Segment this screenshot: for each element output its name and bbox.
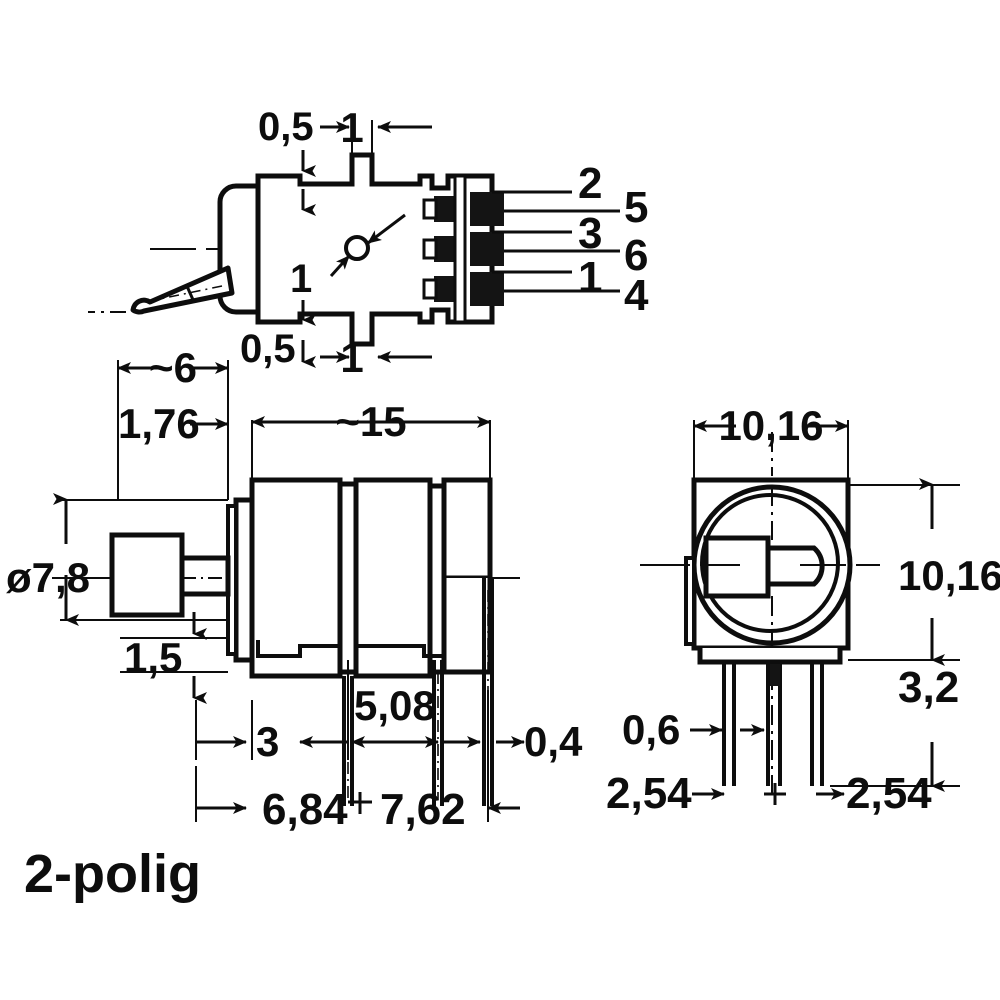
side-view: ~15 ~6 1,76 ø7,8 1,5 3 5,08 0,4 xyxy=(6,344,583,834)
ext-684-762 xyxy=(195,690,489,822)
hole-leader-upper xyxy=(367,213,406,245)
dim-78: ø7,8 xyxy=(6,554,90,601)
front-left-tab xyxy=(684,556,696,646)
front-lever-shaft xyxy=(765,545,825,587)
dim-1016-width: 10,16 xyxy=(718,402,823,449)
dim-6: ~6 xyxy=(149,344,197,391)
side-bushing-shaft xyxy=(179,555,231,597)
side-body-mid xyxy=(353,477,433,679)
terminal-notch-top xyxy=(422,198,438,220)
pin-label-5: 5 xyxy=(624,183,648,232)
pin-label-1: 1 xyxy=(578,253,602,302)
terminal-pad-bot xyxy=(434,276,456,302)
terminal-notch-bot xyxy=(422,278,438,300)
terminal-group xyxy=(422,174,504,324)
dim-762: 7,62 xyxy=(380,785,466,834)
dim-254-left: 2,54 xyxy=(606,769,692,818)
front-bottom-ledge xyxy=(697,648,843,665)
terminal-pad-top xyxy=(434,196,456,222)
dim-15: ~15 xyxy=(335,398,406,445)
dim-684: 6,84 xyxy=(262,785,348,834)
front-pin-left xyxy=(722,662,736,786)
center-hole xyxy=(344,235,370,261)
dim-176: 1,76 xyxy=(118,400,200,447)
side-flange xyxy=(233,497,255,663)
terminal-block-top xyxy=(470,192,504,226)
dim-04: 0,4 xyxy=(524,718,583,765)
hole-leader-lower xyxy=(329,254,351,278)
dim-3: 3 xyxy=(256,718,279,765)
dim-center-hole: 1 xyxy=(290,257,312,301)
toggle-lever[interactable] xyxy=(130,265,235,315)
terminal-notch-mid xyxy=(422,238,438,260)
side-pin-mid xyxy=(432,660,444,806)
front-pin-mid-solid xyxy=(770,664,780,686)
pin-label-6: 6 xyxy=(624,231,648,280)
dim-254-right: 2,54 xyxy=(846,769,932,818)
top-view: 1 2 5 3 6 1 4 0,5 xyxy=(88,104,649,381)
terminal-spine xyxy=(453,174,467,324)
ext-15mm xyxy=(120,637,228,673)
pin-label-4: 4 xyxy=(624,271,649,320)
dim-1016-height: 10,16 xyxy=(898,552,1000,599)
ext-78 xyxy=(60,499,228,621)
ext-15 xyxy=(251,420,491,478)
dim-05-top: 0,5 xyxy=(258,105,314,149)
side-lever-cap[interactable] xyxy=(109,532,185,618)
side-pin-right xyxy=(482,578,494,806)
drawing-caption: 2-polig xyxy=(24,844,201,904)
dim-05-bottom: 0,5 xyxy=(240,327,296,371)
front-view: 10,16 10,16 3,2 0,6 2,54 2,54 xyxy=(606,402,1000,818)
side-bottom-step xyxy=(256,640,340,658)
dim-ext-1-top xyxy=(351,120,373,160)
dim-center-cross xyxy=(348,792,372,814)
ext-6 xyxy=(117,360,229,500)
dim-32: 3,2 xyxy=(898,663,959,712)
front-lever-block[interactable] xyxy=(703,535,771,599)
dim-508: 5,08 xyxy=(354,682,436,729)
terminal-block-bot xyxy=(470,272,504,306)
side-bottom-step2 xyxy=(356,644,444,658)
side-body-right xyxy=(441,477,493,581)
dim-06: 0,6 xyxy=(622,706,680,753)
front-bushing-inner xyxy=(700,493,840,633)
lever-collar-line xyxy=(184,283,196,303)
side-flange-thin xyxy=(226,504,238,656)
front-center-cross xyxy=(764,783,786,805)
dim-15mm: 1,5 xyxy=(124,634,182,681)
pin-label-2: 2 xyxy=(578,159,602,208)
dim-1-bottom: 1 xyxy=(340,334,363,381)
dim-1-top: 1 xyxy=(340,104,363,151)
terminal-pad-mid xyxy=(434,236,456,262)
pin-label-3: 3 xyxy=(578,209,602,258)
front-pin-right xyxy=(810,662,824,786)
terminal-block-mid xyxy=(470,232,504,266)
